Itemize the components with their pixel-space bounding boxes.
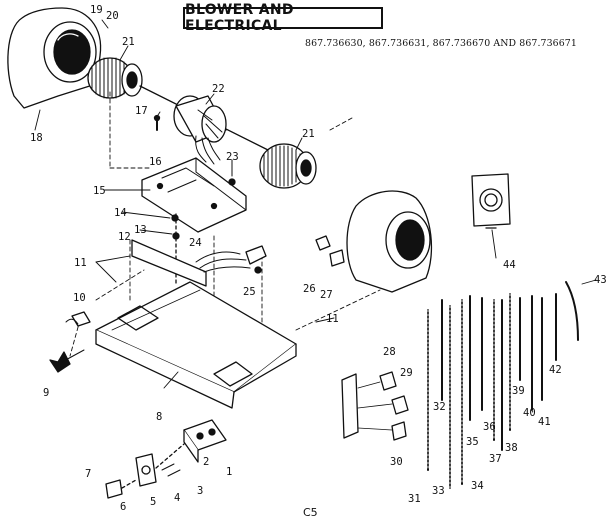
left-blower-housing — [7, 7, 102, 109]
callout-14: 14 — [114, 207, 127, 219]
rail-bracket — [131, 239, 207, 287]
callout-3: 3 — [197, 485, 203, 497]
callout-27: 27 — [320, 289, 333, 301]
callout-28: 28 — [383, 346, 396, 358]
callout-30: 30 — [390, 456, 403, 468]
base-pan — [95, 281, 297, 409]
callout-36: 36 — [483, 421, 496, 433]
callout-15: 15 — [93, 185, 106, 197]
terminal-clip — [65, 311, 91, 327]
callout-1: 1 — [226, 466, 232, 478]
callout-4: 4 — [174, 492, 180, 504]
callout-34: 34 — [471, 480, 484, 492]
callout-29: 29 — [400, 367, 413, 379]
callout-39: 39 — [512, 385, 525, 397]
motor-grommet — [228, 178, 236, 186]
wiring-harness — [195, 245, 267, 274]
callout-5: 5 — [150, 496, 156, 508]
callout-10: 10 — [73, 292, 86, 304]
callout-40: 40 — [523, 407, 536, 419]
callout-44: 44 — [503, 259, 516, 271]
callout-31: 31 — [408, 493, 421, 505]
callout-38: 38 — [505, 442, 518, 454]
right-blower-housing — [346, 190, 433, 293]
right-blower-wheel — [259, 143, 317, 189]
callout-24: 24 — [189, 237, 202, 249]
callout-37: 37 — [489, 453, 502, 465]
callout-labels: 1 2 3 4 5 6 7 8 9 10 11 11 12 13 14 15 1… — [30, 4, 607, 513]
lower-control-assembly — [105, 419, 227, 499]
callout-6: 6 — [120, 501, 126, 513]
callout-23: 23 — [226, 151, 239, 163]
callout-19: 19 — [90, 4, 103, 16]
left-blower-wheel — [87, 57, 143, 99]
callout-21a: 21 — [122, 36, 135, 48]
callout-21b: 21 — [302, 128, 315, 140]
callout-22: 22 — [212, 83, 225, 95]
callout-35: 35 — [466, 436, 479, 448]
callout-11a: 11 — [74, 257, 87, 269]
callout-11b: 11 — [326, 313, 339, 325]
callout-18: 18 — [30, 132, 43, 144]
callout-9: 9 — [43, 387, 49, 399]
callout-12: 12 — [118, 231, 131, 243]
callout-41: 41 — [538, 416, 551, 428]
small-fan — [49, 349, 85, 373]
diagram-title: BLOWER AND ELECTRICAL — [183, 2, 383, 34]
page-code: C5 — [303, 506, 318, 519]
callout-16: 16 — [149, 156, 162, 168]
element-texture — [427, 293, 511, 489]
callout-2: 2 — [203, 456, 209, 468]
motor-mount-bracket — [141, 157, 247, 233]
callout-7: 7 — [85, 468, 91, 480]
mount-fasteners — [171, 213, 180, 285]
callout-42: 42 — [549, 364, 562, 376]
callout-43: 43 — [594, 274, 607, 286]
control-bracket — [341, 371, 409, 441]
callout-8: 8 — [156, 411, 162, 423]
callout-13: 13 — [134, 224, 147, 236]
callout-25: 25 — [243, 286, 256, 298]
blower-motor — [173, 95, 227, 165]
limit-switches — [315, 235, 345, 267]
callout-33: 33 — [432, 485, 445, 497]
callout-leaders — [34, 19, 597, 389]
callout-32: 32 — [433, 401, 446, 413]
callout-20: 20 — [106, 10, 119, 22]
thermostat — [471, 173, 511, 229]
callout-26: 26 — [303, 283, 316, 295]
callout-17: 17 — [135, 105, 148, 117]
housing-screw — [153, 114, 161, 131]
model-numbers: 867.736630, 867.736631, 867.736670 AND 8… — [305, 38, 577, 49]
heating-elements — [427, 281, 579, 489]
